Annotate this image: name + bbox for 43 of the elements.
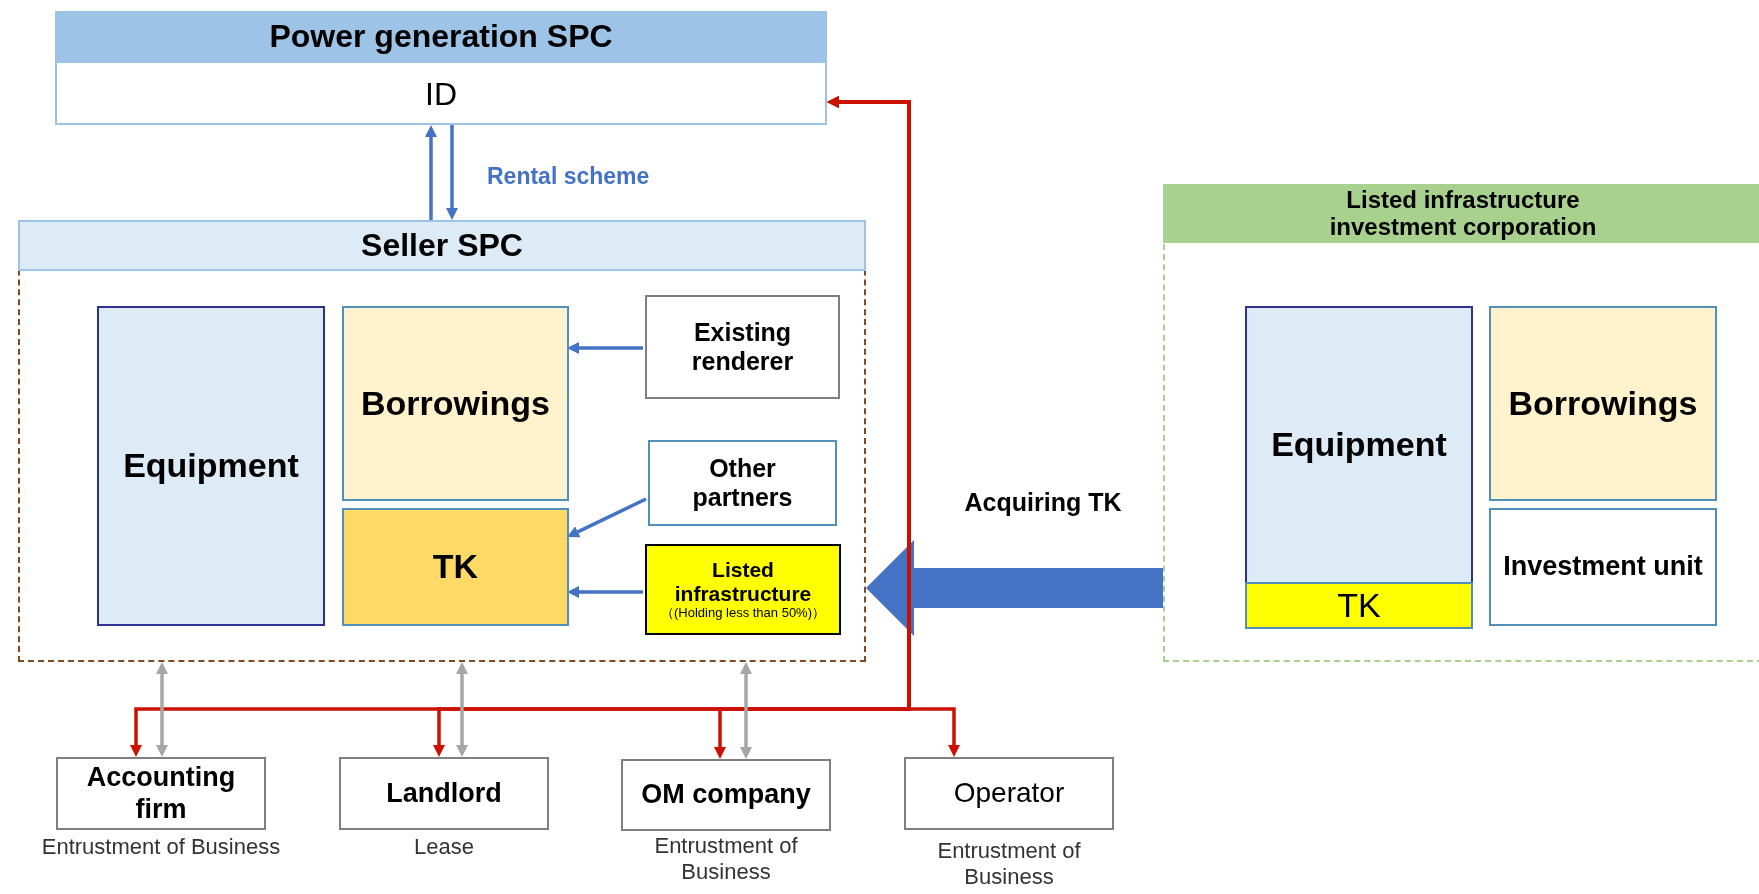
role-caption: Lease bbox=[414, 834, 474, 861]
node-label: Investment unit bbox=[1503, 551, 1703, 583]
node-label: Borrowings bbox=[361, 383, 550, 424]
asset-box bbox=[1245, 306, 1473, 584]
equity-box bbox=[1489, 508, 1717, 626]
double-arrow bbox=[156, 662, 168, 757]
node-label: TK bbox=[1337, 585, 1381, 626]
entity-box bbox=[55, 11, 827, 125]
role-caption: Entrustment of Business bbox=[41, 834, 281, 861]
node-label: Equipment bbox=[123, 446, 299, 486]
party-box bbox=[645, 295, 840, 399]
arrow bbox=[425, 125, 437, 220]
liability-box bbox=[342, 306, 569, 501]
liability-box bbox=[1489, 306, 1717, 501]
node-label: Landlord bbox=[386, 777, 502, 809]
entity-title: Power generation SPC bbox=[55, 11, 827, 63]
block-arrow bbox=[866, 540, 1163, 636]
arrow bbox=[446, 125, 458, 220]
node-label: OM company bbox=[641, 779, 811, 811]
entity-title: Seller SPC bbox=[18, 220, 866, 271]
equity-box bbox=[342, 508, 569, 626]
role-caption: Entrustment of Business bbox=[936, 838, 1082, 891]
node-note: （(Holding less than 50%)） bbox=[661, 606, 825, 622]
node-label: Other partners bbox=[691, 454, 794, 512]
double-arrow bbox=[456, 662, 468, 757]
node-label: Listed infrastructure bbox=[673, 557, 813, 607]
party-box bbox=[648, 440, 837, 526]
entity-panel bbox=[1163, 184, 1759, 662]
party-box bbox=[645, 544, 841, 635]
node-label: Operator bbox=[953, 777, 1065, 810]
node-label: Borrowings bbox=[1508, 383, 1698, 424]
entity-panel bbox=[18, 220, 866, 662]
double-arrow bbox=[827, 96, 960, 757]
node-label: TK bbox=[432, 547, 479, 587]
double-arrow bbox=[740, 662, 752, 759]
entity-title: Listed infrastructure investment corporation bbox=[1163, 184, 1759, 243]
node-label: Equipment bbox=[1271, 425, 1447, 465]
role-caption: Entrustment of Business bbox=[653, 833, 799, 886]
equity-box bbox=[1245, 582, 1473, 629]
node-label: ID bbox=[424, 76, 458, 113]
asset-box bbox=[97, 306, 325, 626]
node-label: Existing renderer bbox=[690, 318, 795, 376]
node-label: Accounting firm bbox=[85, 762, 237, 825]
